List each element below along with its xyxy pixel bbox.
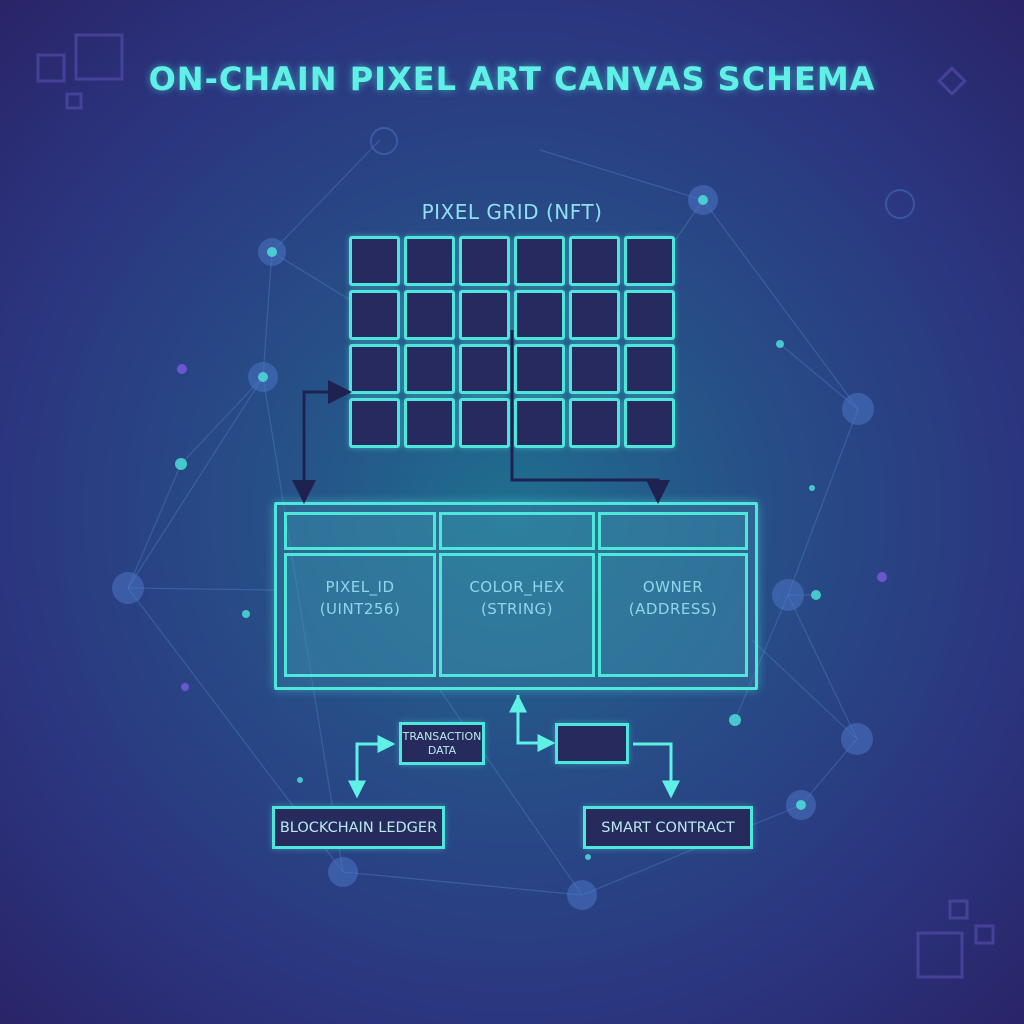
pixel-cell: [459, 290, 510, 340]
schema-column-owner: OWNER (ADDRESS): [598, 553, 748, 677]
pixel-cell: [459, 236, 510, 286]
pixel-cell: [349, 398, 400, 448]
pixel-cell: [514, 290, 565, 340]
schema-column-color-hex: COLOR_HEX (STRING): [439, 553, 595, 677]
pixel-cell: [404, 344, 455, 394]
empty-node-box: [555, 723, 629, 764]
pixel-grid: [349, 236, 675, 448]
column-name: PIXEL_ID: [325, 578, 395, 596]
transaction-label-line1: TRANSACTION: [402, 730, 482, 743]
pixel-cell: [569, 344, 620, 394]
table-header-cell: [598, 512, 748, 550]
transaction-to-ledger-arrow: [348, 742, 393, 799]
schema-column-pixel-id: PIXEL_ID (UINT256): [284, 553, 436, 677]
diagram-title: ON-CHAIN PIXEL ART CANVAS SCHEMA: [148, 60, 876, 98]
pixel-cell: [514, 398, 565, 448]
pixel-cell: [569, 290, 620, 340]
pixel-cell: [624, 398, 675, 448]
pixel-cell: [459, 398, 510, 448]
blockchain-ledger-box: BLOCKCHAIN LEDGER: [272, 806, 445, 849]
column-name: COLOR_HEX: [469, 578, 565, 596]
column-type: (UINT256): [319, 600, 401, 618]
pixel-cell: [349, 236, 400, 286]
pixel-cell: [404, 398, 455, 448]
transaction-label-line2: DATA: [427, 744, 457, 757]
table-to-empty-box-arrow: [516, 695, 556, 752]
transaction-data-box: TRANSACTION DATA: [399, 722, 485, 765]
box-to-contract-arrow: [633, 742, 680, 799]
pixel-cell: [404, 290, 455, 340]
table-header-cell: [439, 512, 595, 550]
pixel-cell: [349, 290, 400, 340]
pixel-cell: [349, 344, 400, 394]
pixel-cell: [569, 236, 620, 286]
pixel-cell: [624, 344, 675, 394]
pixel-cell: [569, 398, 620, 448]
grid-to-table-arrow: [302, 380, 352, 498]
pixel-cell: [624, 290, 675, 340]
column-name: OWNER: [642, 578, 704, 596]
grid-to-owner-arrow: [510, 330, 670, 504]
pixel-grid-label: PIXEL GRID (NFT): [421, 200, 603, 224]
schema-table: PIXEL_ID (UINT256) COLOR_HEX (STRING) OW…: [274, 502, 758, 690]
pixel-cell: [514, 344, 565, 394]
column-type: (ADDRESS): [628, 600, 718, 618]
pixel-cell: [404, 236, 455, 286]
smart-contract-box: SMART CONTRACT: [583, 806, 753, 849]
pixel-cell: [624, 236, 675, 286]
table-header-cell: [284, 512, 436, 550]
pixel-cell: [514, 236, 565, 286]
pixel-cell: [459, 344, 510, 394]
column-type: (STRING): [480, 600, 554, 618]
